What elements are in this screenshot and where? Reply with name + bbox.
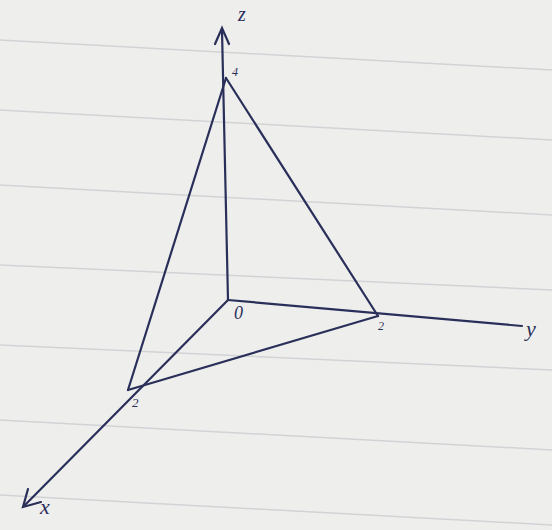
x-arrowhead xyxy=(23,489,41,507)
plane-edge xyxy=(128,78,226,390)
axis-label: 2 xyxy=(378,320,384,332)
axis-label: 4 xyxy=(232,66,238,78)
axes xyxy=(23,28,522,507)
plane-edge xyxy=(226,78,378,316)
axis-label: x xyxy=(40,496,50,518)
axis-label: y xyxy=(526,318,536,340)
axis-label: z xyxy=(238,4,246,24)
z-axis xyxy=(222,30,228,300)
plane-edge xyxy=(128,316,378,390)
axis-label: 2 xyxy=(132,396,139,409)
z-arrowhead xyxy=(215,28,229,44)
x-axis xyxy=(25,300,228,505)
paper-rule-lines xyxy=(0,40,552,525)
axis-label: 0 xyxy=(234,304,243,322)
